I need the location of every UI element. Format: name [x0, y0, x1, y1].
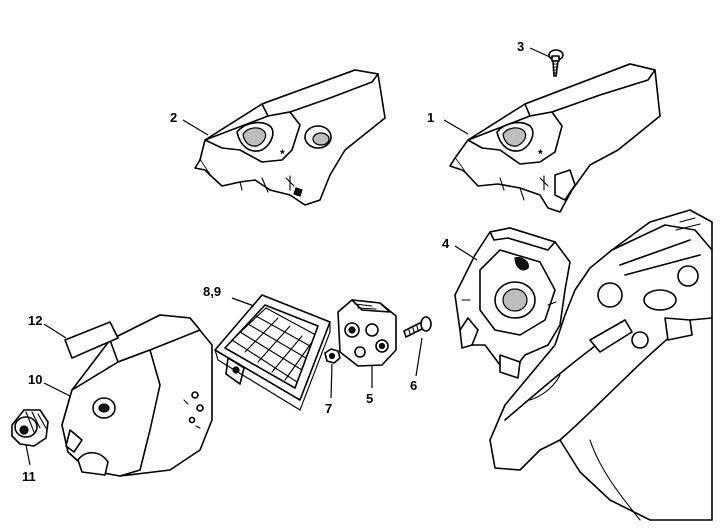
callout-3: 3: [517, 39, 524, 54]
svg-text:*: *: [280, 147, 285, 161]
leader-lines: [25, 47, 551, 466]
part-knob-11: [11, 409, 49, 447]
callout-6: 6: [410, 378, 417, 393]
part-carburetor-5: [337, 299, 397, 367]
callout-8-9: 8,9: [203, 284, 221, 299]
part-chainsaw-body: [489, 209, 713, 521]
part-shroud-2: *: [194, 69, 386, 206]
callout-7: 7: [325, 401, 332, 416]
part-decal-12: [64, 321, 119, 359]
part-air-filter-8-9: [214, 294, 331, 411]
callout-labels: 1 2 3 4 5 6 7 8,9 10 11 12: [22, 39, 524, 484]
callout-12: 12: [28, 313, 42, 328]
callout-11: 11: [22, 469, 36, 484]
svg-text:*: *: [538, 147, 543, 161]
callout-1: 1: [427, 110, 434, 125]
callout-2: 2: [170, 110, 177, 125]
callout-10: 10: [28, 372, 42, 387]
part-carburetor-box-4: [454, 227, 571, 379]
part-nut-7: [324, 348, 341, 364]
part-screw-3: [548, 49, 564, 77]
callout-4: 4: [442, 236, 450, 251]
part-filter-cover-10: [61, 314, 213, 477]
part-shroud-1: *: [449, 63, 661, 213]
part-screw-6: [403, 316, 432, 338]
callout-5: 5: [366, 391, 373, 406]
